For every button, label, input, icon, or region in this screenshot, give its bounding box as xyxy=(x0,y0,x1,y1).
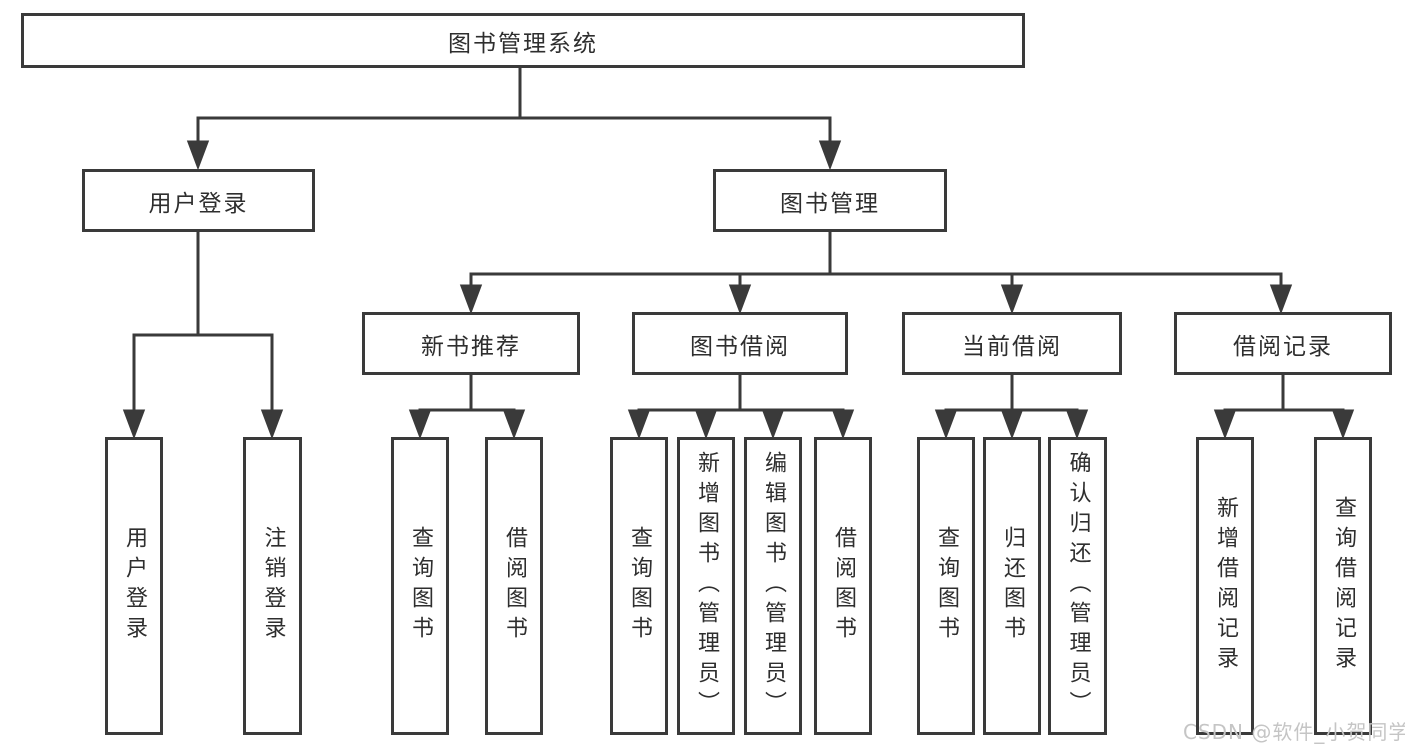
leaf-edit-books-admin-label: 编辑图书（管理员） xyxy=(761,451,786,721)
leaf-confirm-return-admin-label: 确认归还（管理员） xyxy=(1065,451,1091,721)
node-root-label: 图书管理系统 xyxy=(448,30,598,57)
connector-current-borrowing-children xyxy=(934,375,1089,440)
leaf-query-borrow-record-label: 查询借阅记录 xyxy=(1331,496,1356,676)
arrowhead xyxy=(186,140,210,171)
arrowhead xyxy=(761,409,785,440)
arrowhead xyxy=(122,409,146,440)
node-current-borrowing: 当前借阅 xyxy=(902,312,1122,375)
arrowhead xyxy=(728,284,752,315)
arrowhead xyxy=(627,409,651,440)
arrowhead xyxy=(1213,409,1237,440)
node-book-borrowing: 图书借阅 xyxy=(632,312,848,375)
connector-root-to-level2 xyxy=(186,68,842,171)
leaf-return-books-label: 归还图书 xyxy=(1000,526,1025,646)
leaf-add-borrow-record-label: 新增借阅记录 xyxy=(1213,496,1238,676)
arrowhead xyxy=(934,409,958,440)
node-book-borrowing-label: 图书借阅 xyxy=(690,333,790,360)
leaf-confirm-return-admin: 确认归还（管理员） xyxy=(1048,437,1107,735)
leaf-borrow-books-borrowing: 借阅图书 xyxy=(814,437,872,735)
leaf-query-books-current-label: 查询图书 xyxy=(934,526,959,646)
arrowhead xyxy=(818,140,842,171)
arrowhead xyxy=(1269,284,1293,315)
leaf-query-books-borrowing-label: 查询图书 xyxy=(627,526,652,646)
leaf-user-login-label: 用户登录 xyxy=(122,526,147,646)
node-book-management-label: 图书管理 xyxy=(780,190,880,217)
arrowhead xyxy=(1000,409,1024,440)
node-new-book-recommend-label: 新书推荐 xyxy=(421,333,521,360)
leaf-query-books-borrowing: 查询图书 xyxy=(610,437,668,735)
connector-user-login-children xyxy=(122,232,284,440)
node-borrowing-records-label: 借阅记录 xyxy=(1233,333,1333,360)
leaf-query-books-recommend: 查询图书 xyxy=(391,437,449,735)
arrowhead xyxy=(459,284,483,315)
node-book-management: 图书管理 xyxy=(713,169,947,232)
arrowhead xyxy=(408,409,432,440)
node-borrowing-records: 借阅记录 xyxy=(1174,312,1392,375)
leaf-query-borrow-record: 查询借阅记录 xyxy=(1314,437,1372,735)
leaf-borrow-books-recommend-label: 借阅图书 xyxy=(502,526,527,646)
node-user-login-label: 用户登录 xyxy=(148,190,249,217)
node-root: 图书管理系统 xyxy=(21,13,1025,68)
leaf-add-books-admin-label: 新增图书（管理员） xyxy=(694,451,719,721)
leaf-add-books-admin: 新增图书（管理员） xyxy=(677,437,735,735)
leaf-add-borrow-record: 新增借阅记录 xyxy=(1196,437,1254,735)
arrowhead xyxy=(502,409,526,440)
node-user-login: 用户登录 xyxy=(82,169,315,232)
leaf-user-login: 用户登录 xyxy=(105,437,163,735)
leaf-edit-books-admin: 编辑图书（管理员） xyxy=(744,437,802,735)
arrowhead xyxy=(1000,284,1024,315)
leaf-return-books: 归还图书 xyxy=(983,437,1041,735)
leaf-logout-label: 注销登录 xyxy=(260,526,286,646)
arrowhead xyxy=(1065,409,1089,440)
arrowhead xyxy=(694,409,718,440)
connector-book-mgmt-to-level3 xyxy=(459,232,1293,315)
node-new-book-recommend: 新书推荐 xyxy=(362,312,580,375)
connector-borrowing-records-children xyxy=(1213,375,1355,440)
leaf-borrow-books-recommend: 借阅图书 xyxy=(485,437,543,735)
arrowhead xyxy=(260,409,284,440)
leaf-logout: 注销登录 xyxy=(243,437,302,735)
arrowhead xyxy=(831,409,855,440)
leaf-query-books-recommend-label: 查询图书 xyxy=(408,526,433,646)
leaf-query-books-current: 查询图书 xyxy=(917,437,975,735)
arrowhead xyxy=(1331,409,1355,440)
leaf-borrow-books-borrowing-label: 借阅图书 xyxy=(831,526,856,646)
node-current-borrowing-label: 当前借阅 xyxy=(962,333,1062,360)
connector-book-borrowing-children xyxy=(627,375,855,440)
connector-new-book-recommend-children xyxy=(408,375,526,440)
csdn-watermark: CSDN @软件_小贺同学 xyxy=(1183,720,1405,744)
